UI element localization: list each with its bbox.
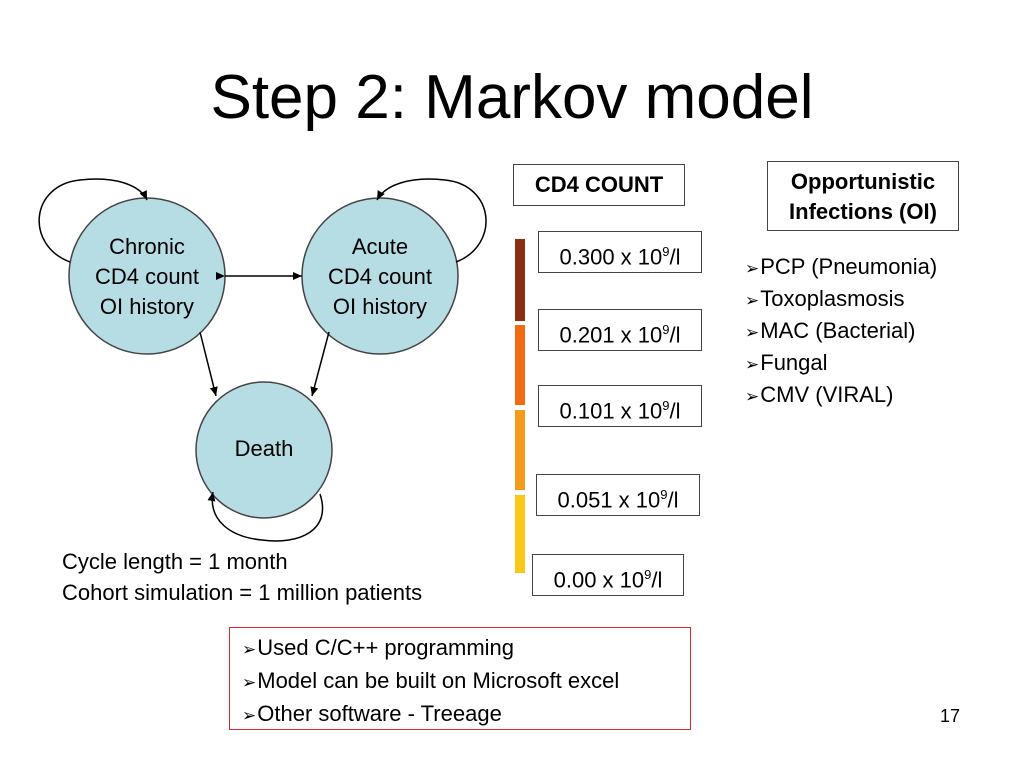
oi-header: Opportunistic Infections (OI) xyxy=(767,161,959,231)
cd4-level-exponent: 9 xyxy=(662,398,670,413)
cd4-level-value: 0.00 x 10 xyxy=(553,567,645,593)
cohort-size-text: Cohort simulation = 1 million patients xyxy=(62,580,423,605)
oi-list: PCP (Pneumonia) Toxoplasmosis MAC (Bacte… xyxy=(745,252,937,412)
cd4-count-header: CD4 COUNT xyxy=(513,164,685,206)
cd4-level-value: 0.051 x 10 xyxy=(557,487,661,513)
cd4-level-value: 0.300 x 10 xyxy=(559,244,663,270)
cycle-length-text: Cycle length = 1 month xyxy=(62,549,288,574)
death-state-node xyxy=(195,381,333,519)
chronic-label-line: OI history xyxy=(99,294,195,319)
oi-list-item: Toxoplasmosis xyxy=(745,284,937,316)
cd4-level-unit: /l xyxy=(669,244,681,270)
oi-list-item: CMV (VIRAL) xyxy=(745,380,937,412)
oi-list-item: MAC (Bacterial) xyxy=(745,316,937,348)
oi-header-line: Infections (OI) xyxy=(789,199,937,224)
cd4-level-box: 0.101 x 109/l xyxy=(538,385,702,427)
chronic-label-line: Chronic xyxy=(109,234,185,259)
oi-header-line: Opportunistic xyxy=(790,169,936,194)
cd4-level-bar xyxy=(515,410,525,490)
cd4-level-exponent: 9 xyxy=(662,322,670,337)
acute-death-transition-arrow xyxy=(310,331,330,397)
cd4-level-exponent: 9 xyxy=(660,487,668,502)
oi-list-item: Fungal xyxy=(745,348,937,380)
cd4-level-bar xyxy=(515,325,525,405)
cd4-level-unit: /l xyxy=(651,567,663,593)
acute-state-label: Acute CD4 count OI history xyxy=(310,232,450,322)
cd4-level-bar xyxy=(515,239,525,321)
cd4-level-unit: /l xyxy=(669,398,681,424)
slide-title: Step 2: Markov model xyxy=(210,63,814,132)
acute-label-line: Acute xyxy=(351,234,409,259)
cd4-level-value: 0.101 x 10 xyxy=(559,398,663,424)
acute-label-line: CD4 count xyxy=(328,264,432,289)
cycle-info: Cycle length = 1 month Cohort simulation… xyxy=(62,546,422,608)
acute-self-loop-arrow xyxy=(376,178,487,263)
chronic-label-line: CD4 count xyxy=(95,264,199,289)
cd4-level-box: 0.00 x 109/l xyxy=(532,554,684,596)
chronic-state-label: Chronic CD4 count OI history xyxy=(77,232,217,322)
note-item: Other software - Treeage xyxy=(242,698,690,731)
acute-label-line: OI history xyxy=(332,294,428,319)
note-item: Used C/C++ programming xyxy=(242,632,690,665)
death-self-loop-arrow xyxy=(207,491,324,542)
cd4-level-box: 0.300 x 109/l xyxy=(538,231,702,273)
software-notes-box: Used C/C++ programming Model can be buil… xyxy=(229,627,691,730)
cd4-level-bar xyxy=(515,495,525,573)
cd4-level-value: 0.201 x 10 xyxy=(559,322,663,348)
chronic-self-loop-arrow xyxy=(38,178,148,263)
cd4-level-box: 0.051 x 109/l xyxy=(536,474,700,516)
cd4-level-unit: /l xyxy=(669,322,681,348)
death-state-label: Death xyxy=(234,436,294,461)
page-number: 17 xyxy=(940,706,961,726)
cd4-level-exponent: 9 xyxy=(662,244,670,259)
chronic-death-transition-arrow xyxy=(199,331,218,397)
oi-list-item: PCP (Pneumonia) xyxy=(745,252,937,284)
cd4-level-box: 0.201 x 109/l xyxy=(538,309,702,351)
cd4-level-exponent: 9 xyxy=(644,567,652,582)
cd4-level-unit: /l xyxy=(667,487,679,513)
note-item: Model can be built on Microsoft excel xyxy=(242,665,690,698)
